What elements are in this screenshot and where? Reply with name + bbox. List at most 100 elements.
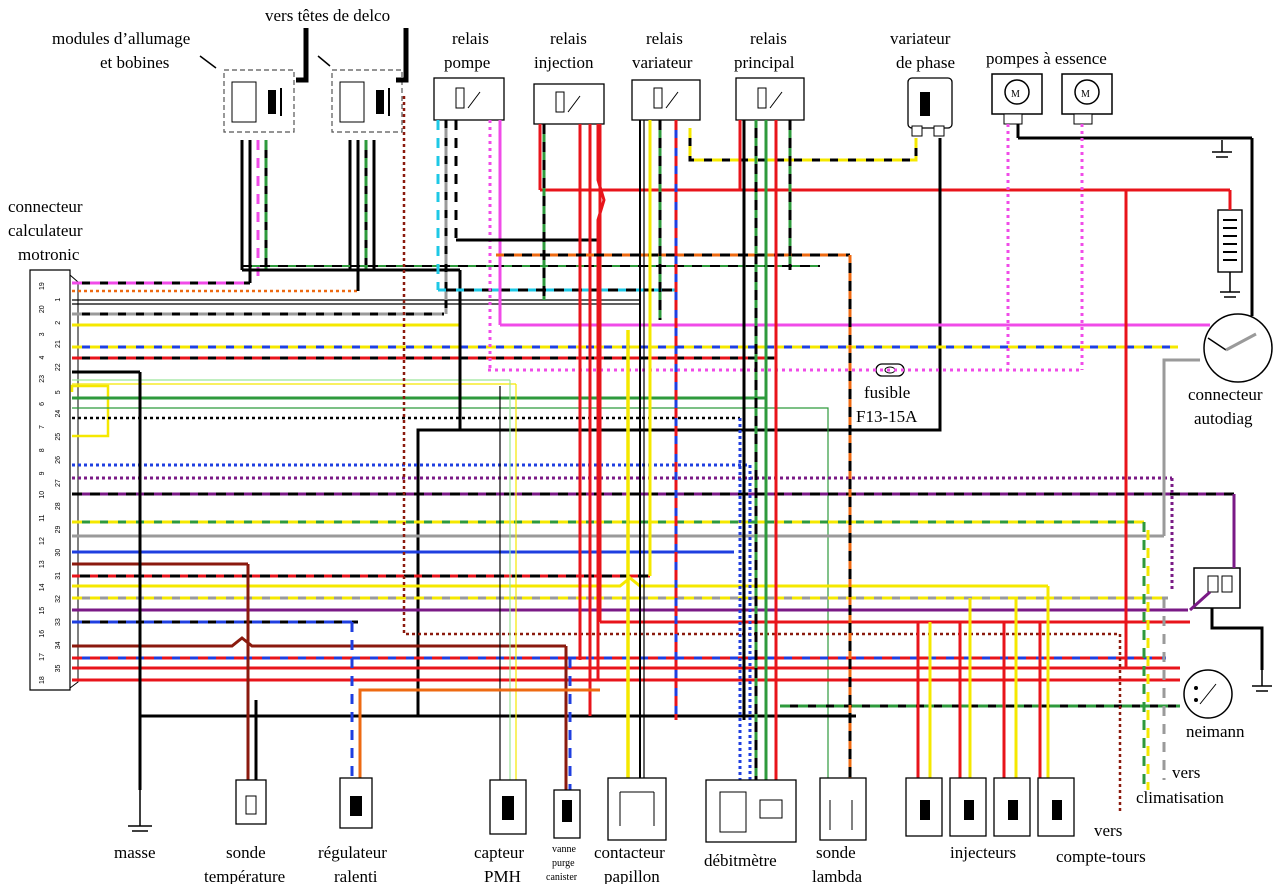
ecu-connector: 1912023214222356247258269271028112912301…	[29, 269, 79, 691]
label-relais-pompe-1: relais	[452, 29, 489, 48]
relay-pompe	[433, 77, 505, 121]
injector-4	[1037, 777, 1075, 837]
label-regulateur-2: ralenti	[334, 867, 378, 884]
pump-motor-symbol: M	[1011, 89, 1020, 100]
label-modules-line2: et bobines	[100, 53, 169, 72]
label-relais-principal-2: principal	[734, 53, 795, 72]
label-capteur-1: capteur	[474, 843, 524, 862]
neimann-switch	[1183, 669, 1233, 719]
label-relais-injection-1: relais	[550, 29, 587, 48]
delco-lead-2	[396, 28, 409, 83]
sensor-idle-regulator	[339, 777, 373, 829]
ecu-pin-1: 1	[55, 298, 62, 302]
sensor-lambda	[819, 777, 867, 841]
injector-2	[949, 777, 987, 837]
label-sonde-lambda-2: lambda	[812, 867, 862, 884]
ecu-pin-15: 15	[39, 607, 46, 615]
labels: vers têtes de delco modules d’allumage e…	[8, 6, 1263, 884]
label-vanne-3: canister	[546, 872, 578, 883]
label-variateur-phase-1: variateur	[890, 29, 951, 48]
label-compte-tours-1: vers	[1094, 821, 1122, 840]
module-arrow-1	[199, 55, 217, 69]
label-contacteur-2: papillon	[604, 867, 660, 884]
module-arrow-2	[317, 55, 331, 67]
label-capteur-2: PMH	[484, 867, 521, 884]
label-connecteur-calc-2: calculateur	[8, 221, 83, 240]
ecu-pin-34: 34	[55, 641, 62, 649]
label-debitmetre: débitmètre	[704, 851, 777, 870]
ecu-pin-18: 18	[39, 676, 46, 684]
label-connecteur-calc-1: connecteur	[8, 197, 83, 216]
ecu-pin-25: 25	[55, 433, 62, 441]
ecu-pin-27: 27	[55, 479, 62, 487]
label-sonde-lambda-1: sonde	[816, 843, 856, 862]
relay-injection	[533, 83, 605, 125]
label-variateur-phase-2: de phase	[896, 53, 955, 72]
wiring-harness	[70, 96, 1264, 812]
label-vanne-2: purge	[552, 858, 575, 869]
label-sonde-temperature-2: température	[204, 867, 285, 884]
label-relais-principal-1: relais	[750, 29, 787, 48]
ecu-pin-11: 11	[39, 514, 46, 521]
label-neimann: neimann	[1186, 722, 1245, 741]
ecu-pin-5: 5	[55, 390, 62, 394]
sensor-airflow-meter	[705, 779, 797, 843]
ecu-pin-33: 33	[55, 618, 62, 626]
ecu-pin-35: 35	[55, 665, 62, 673]
phase-variator	[907, 77, 953, 137]
ecu-pin-29: 29	[55, 525, 62, 533]
ecu-pin-labels: 1912023214222356247258269271028112912301…	[39, 282, 62, 684]
ecu-pin-4: 4	[39, 356, 46, 360]
ecu-pin-12: 12	[39, 537, 46, 545]
label-vers-tetes-delco: vers têtes de delco	[265, 6, 390, 25]
ecu-pin-6: 6	[39, 402, 46, 406]
injector-1	[905, 777, 943, 837]
ecu-pin-17: 17	[39, 653, 46, 661]
ecu-pin-19: 19	[39, 282, 46, 290]
ignition-module-1	[223, 69, 295, 133]
ecu-pin-2: 2	[55, 321, 62, 325]
ignition-module-2	[331, 69, 403, 133]
label-climatisation-1: vers	[1172, 763, 1200, 782]
relay-variateur	[631, 79, 701, 121]
sensor-pmh	[489, 779, 527, 835]
sensor-throttle-switch	[607, 777, 667, 841]
label-autodiag-1: connecteur	[1188, 385, 1263, 404]
label-fusible-2: F13-15A	[856, 407, 918, 426]
label-climatisation-2: climatisation	[1136, 788, 1224, 807]
pump-motor-symbol: M	[1081, 89, 1090, 100]
label-masse: masse	[114, 843, 156, 862]
injector-3	[993, 777, 1031, 837]
ecu-pin-32: 32	[55, 595, 62, 603]
label-relais-variateur-2: variateur	[632, 53, 693, 72]
battery-symbol	[1217, 209, 1243, 273]
label-regulateur-1: régulateur	[318, 843, 387, 862]
ecu-pin-10: 10	[39, 491, 46, 499]
autodiag-connector	[1203, 313, 1273, 383]
ecu-pin-14: 14	[39, 583, 46, 591]
label-relais-injection-2: injection	[534, 53, 594, 72]
label-autodiag-2: autodiag	[1194, 409, 1253, 428]
label-modules-line1: modules d’allumage	[52, 29, 190, 48]
fuel-pump-1: M	[991, 73, 1043, 125]
ecu-pin-31: 31	[55, 572, 62, 580]
sensor-canister-valve	[553, 789, 581, 839]
ecu-pin-21: 21	[55, 340, 62, 348]
ecu-pin-13: 13	[39, 560, 46, 568]
sensor-temperature	[235, 779, 267, 825]
ecu-pin-26: 26	[55, 456, 62, 464]
ecu-pin-9: 9	[39, 471, 46, 475]
ecu-pin-3: 3	[39, 332, 46, 336]
relay-principal	[735, 77, 805, 121]
ecu-pin-7: 7	[39, 425, 46, 429]
label-fusible-1: fusible	[864, 383, 910, 402]
ecu-pin-30: 30	[55, 549, 62, 557]
ecu-pin-22: 22	[55, 363, 62, 371]
ecu-pin-16: 16	[39, 630, 46, 638]
ecu-pin-20: 20	[39, 305, 46, 313]
label-connecteur-calc-3: motronic	[18, 245, 80, 264]
ground-icon	[128, 140, 1272, 832]
label-sonde-temperature-1: sonde	[226, 843, 266, 862]
label-injecteurs: injecteurs	[950, 843, 1016, 862]
